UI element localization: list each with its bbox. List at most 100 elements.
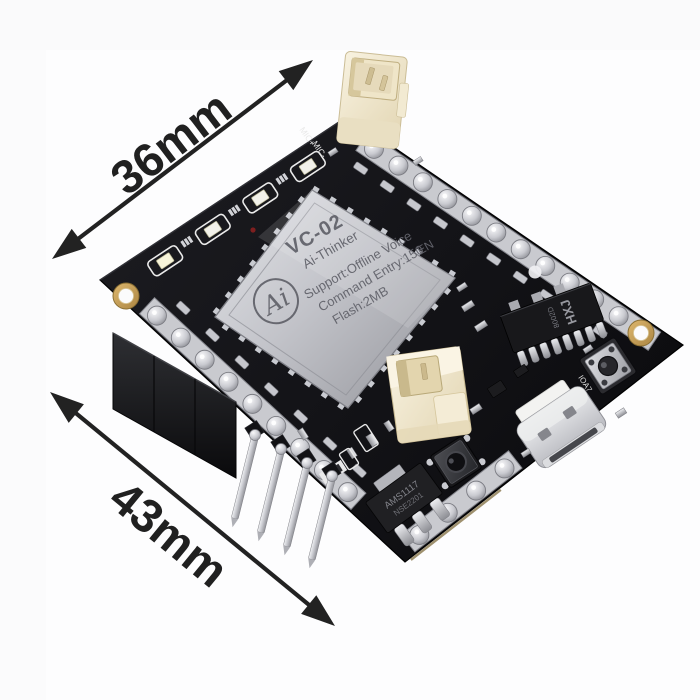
solder-highlight bbox=[393, 160, 399, 166]
solder-joint bbox=[388, 155, 409, 176]
smd-component bbox=[297, 427, 309, 441]
mounting-hole-left bbox=[112, 282, 140, 310]
status-led bbox=[242, 182, 279, 214]
solder-highlight bbox=[295, 442, 301, 448]
passive-pad bbox=[180, 240, 187, 248]
smd-component bbox=[327, 147, 339, 157]
silk-outline-box bbox=[338, 447, 360, 471]
solder-highlight bbox=[414, 529, 420, 535]
header-pin bbox=[283, 464, 311, 556]
header-pin bbox=[257, 450, 285, 542]
solder-highlight bbox=[418, 176, 423, 182]
pin-tip bbox=[257, 531, 265, 542]
arrowhead bbox=[50, 392, 84, 423]
solder-highlight bbox=[613, 310, 619, 316]
status-led bbox=[194, 213, 231, 246]
solder-highlight bbox=[271, 420, 277, 426]
jst-connector-mic bbox=[336, 51, 410, 149]
led-chip bbox=[156, 252, 175, 270]
dimension-arrow-36 bbox=[52, 60, 313, 259]
solder-joint bbox=[461, 205, 482, 226]
smd-transistor bbox=[513, 364, 529, 378]
smd-pad bbox=[264, 382, 279, 397]
smd-pad bbox=[433, 216, 448, 230]
pin-solder-joint bbox=[275, 443, 287, 455]
solder-highlight bbox=[175, 332, 181, 338]
solder-highlight bbox=[499, 463, 505, 468]
passive-pad bbox=[278, 175, 286, 183]
status-led bbox=[289, 150, 327, 183]
mic-connector-pin bbox=[379, 75, 389, 91]
smd-component bbox=[456, 281, 468, 293]
passive-pad bbox=[234, 204, 241, 212]
mounting-hole-right bbox=[627, 319, 655, 347]
module-logo-circle bbox=[252, 278, 299, 325]
passive-pad bbox=[186, 235, 194, 244]
solder-highlight bbox=[199, 354, 205, 360]
pin-solder-joint bbox=[301, 457, 313, 469]
smd-component bbox=[460, 299, 476, 313]
led-chip bbox=[251, 189, 270, 207]
audio-amp-chip: HXJ 8002D bbox=[500, 283, 608, 367]
solder-joint bbox=[494, 458, 515, 479]
led-silk-outline bbox=[194, 213, 231, 246]
smd-pad bbox=[205, 327, 220, 343]
solder-joint bbox=[412, 172, 433, 193]
solder-joint bbox=[608, 306, 629, 327]
solder-joint bbox=[218, 371, 239, 392]
module-shield bbox=[214, 189, 456, 409]
passive-pad bbox=[183, 237, 190, 246]
pin-tip bbox=[231, 517, 239, 528]
solder-highlight bbox=[564, 277, 570, 283]
button-plunger bbox=[597, 355, 619, 377]
mic-connector-pin bbox=[365, 67, 375, 85]
passive-cluster bbox=[180, 235, 194, 248]
solder-highlight bbox=[515, 243, 521, 249]
smd-pad bbox=[293, 409, 308, 424]
passive-pad bbox=[275, 177, 282, 185]
smd-component bbox=[614, 407, 628, 419]
usb-opening bbox=[549, 427, 598, 463]
solder-joint bbox=[466, 480, 487, 501]
led-silk-outline bbox=[147, 245, 184, 277]
solder-highlight bbox=[442, 193, 448, 199]
status-led bbox=[147, 245, 184, 277]
smd-pad bbox=[459, 234, 475, 248]
led-silk-outline bbox=[242, 182, 279, 214]
smd-component bbox=[383, 419, 395, 433]
arrow-line bbox=[70, 408, 316, 611]
passive-pad bbox=[282, 172, 289, 181]
usb-dimple bbox=[537, 427, 552, 441]
smd-pad bbox=[379, 179, 395, 194]
micro-usb-port bbox=[515, 379, 607, 469]
led-chip bbox=[203, 221, 222, 238]
smd-pad bbox=[486, 252, 502, 266]
smd-component bbox=[473, 319, 489, 333]
header-pin bbox=[308, 477, 336, 569]
smd-pad bbox=[353, 161, 369, 175]
smd-pad bbox=[406, 198, 422, 212]
button-plunger bbox=[445, 451, 467, 473]
smd-pad bbox=[176, 300, 191, 315]
solder-joint bbox=[194, 349, 215, 370]
arrow-line bbox=[72, 75, 293, 244]
voltage-regulator: AMS1117 NSE2201 bbox=[365, 463, 450, 547]
tactile-button-center bbox=[426, 434, 486, 490]
smd-pad bbox=[352, 463, 367, 478]
solder-highlight bbox=[247, 398, 253, 404]
red-component bbox=[250, 227, 256, 233]
solder-highlight bbox=[471, 485, 477, 491]
solder-highlight bbox=[342, 486, 348, 492]
solder-joint bbox=[170, 327, 191, 348]
solder-joint bbox=[486, 222, 507, 243]
smd-component bbox=[412, 156, 424, 166]
smd-component bbox=[582, 344, 594, 354]
solder-highlight bbox=[491, 227, 497, 232]
smd-pad bbox=[234, 355, 250, 370]
voice-module: Ai VC-02 Ai-Thinker Support:Offline Voic… bbox=[207, 183, 463, 415]
arrowhead bbox=[278, 60, 313, 91]
solder-joint bbox=[510, 239, 531, 260]
solder-highlight bbox=[152, 310, 157, 316]
solder-joint bbox=[146, 305, 167, 326]
